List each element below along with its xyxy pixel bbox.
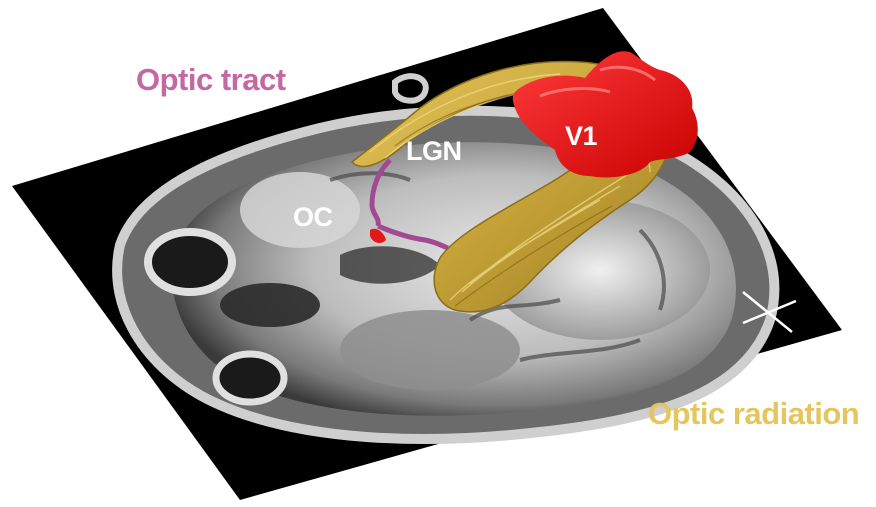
- orbit-left: [148, 232, 232, 292]
- cerebellum: [340, 310, 520, 390]
- optic-tract-label: Optic tract: [136, 62, 286, 98]
- orbit-right: [216, 354, 284, 402]
- lgn-label: LGN: [406, 136, 462, 167]
- nasal-cavity: [220, 283, 320, 327]
- v1-label: V1: [565, 121, 597, 152]
- oc-label: OC: [293, 202, 333, 233]
- optic-radiation-label: Optic radiation: [648, 396, 859, 432]
